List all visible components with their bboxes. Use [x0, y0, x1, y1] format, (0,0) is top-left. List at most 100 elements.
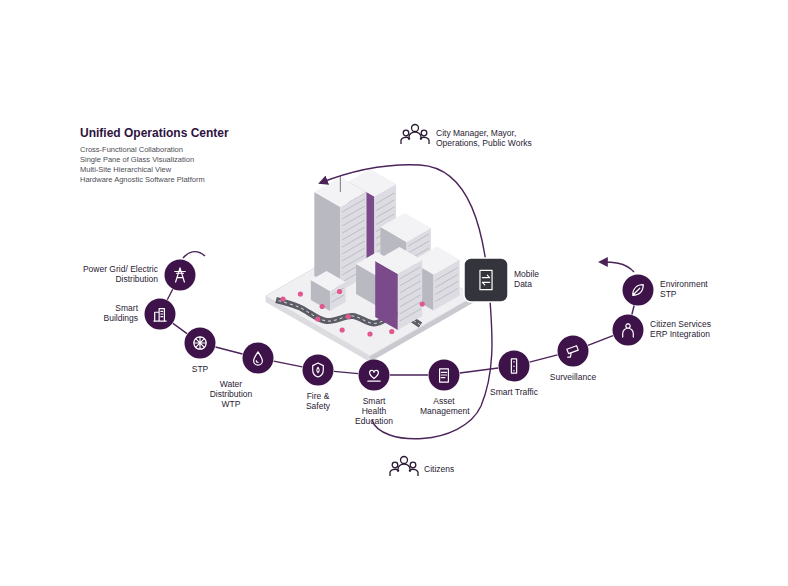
node-icon: [511, 359, 516, 373]
node-label: STP: [185, 365, 215, 375]
illustration-part: [435, 268, 458, 281]
illustration-part: [403, 130, 409, 136]
arc-connector: [167, 289, 172, 300]
illustration-part: [375, 247, 422, 330]
illustration-part: [342, 213, 365, 226]
feature-line: Hardware Agnostic Software Platform: [80, 175, 240, 184]
node-label: Mobile Data: [514, 270, 546, 290]
illustration-part: [400, 302, 421, 314]
node-shape: [184, 327, 216, 359]
node-icon: [633, 285, 644, 296]
arc-connector: [530, 355, 558, 362]
node-label: Citizen Services ERP Integration: [650, 320, 724, 340]
arc-connector: [274, 361, 303, 367]
illustration-part: [315, 316, 320, 321]
illustration-part: [409, 469, 418, 476]
illustration-part: [346, 314, 351, 319]
illustration-part: [303, 355, 334, 386]
illustration-part: [435, 289, 458, 302]
illustration-part: [389, 329, 394, 334]
service-node: Smart Traffic: [498, 350, 530, 382]
node-label: Smart Buildings: [98, 304, 138, 324]
illustration-part: [342, 241, 365, 254]
node-icon: [440, 369, 449, 382]
illustration-part: [342, 206, 365, 219]
node-icon: [254, 352, 263, 365]
illustration-part: [400, 309, 421, 321]
illustration-part: [165, 260, 196, 291]
illustration-part: [342, 234, 365, 247]
illustration-part: [311, 271, 346, 291]
illustration-part: [400, 288, 421, 300]
city-illustration: [266, 169, 475, 362]
node-label: Fire & Safety: [301, 392, 335, 412]
node-icon: [194, 337, 206, 349]
illustration-part: [499, 351, 530, 382]
illustration-part: [408, 234, 429, 246]
arc-connector: [334, 371, 358, 373]
illustration-part: [332, 288, 344, 295]
illustration-part: [376, 207, 394, 218]
node-label: Environment STP: [660, 280, 716, 300]
illustration-part: [409, 132, 421, 140]
illustration-part: [420, 137, 429, 144]
service-node: STP: [184, 327, 216, 359]
device-node: Mobile Data: [464, 258, 508, 302]
illustration-part: [420, 301, 425, 306]
illustration-part: [421, 130, 427, 136]
node-label: Smart Health Education: [351, 397, 397, 426]
feature-line: Cross-Functional Collaboration: [80, 145, 240, 154]
node-icon: [175, 268, 186, 282]
illustration-part: [332, 295, 344, 302]
illustration-part: [398, 464, 410, 472]
people-icon: [401, 125, 429, 145]
node-label: Power Grid/ Electric Distribution: [72, 265, 158, 285]
node-icon: [567, 346, 578, 357]
node-shape: [242, 342, 274, 374]
service-node: Smart Buildings: [144, 298, 176, 330]
node-shape: [302, 354, 334, 386]
feature-line: Single Pane of Glass Visualization: [80, 155, 240, 164]
illustration-part: [342, 227, 365, 240]
illustration-part: [243, 343, 274, 374]
arc-connector: [215, 347, 242, 354]
illustration-part: [376, 193, 394, 204]
actor-label: Citizens: [424, 464, 484, 474]
illustration-part: [464, 258, 508, 302]
illustration-part: [410, 462, 416, 468]
node-shape: [358, 359, 390, 391]
illustration-part: [435, 275, 458, 288]
service-node: Smart Health Education: [358, 359, 390, 391]
node-shape: [557, 335, 589, 367]
illustration-part: [392, 462, 398, 468]
node-icon: [480, 270, 492, 289]
node-label: Water Distribution WTP: [200, 380, 262, 409]
node-shape: [164, 259, 196, 291]
illustration-part: [412, 125, 419, 132]
illustration-part: [401, 137, 410, 144]
illustration-part: [337, 289, 342, 294]
illustration-part: [342, 220, 365, 233]
illustration-part: [558, 336, 589, 367]
illustration-part: [400, 281, 421, 293]
arc-connector: [632, 306, 634, 315]
node-label: Surveillance: [545, 373, 601, 383]
illustration-part: [400, 267, 421, 279]
node-shape: [428, 359, 460, 391]
actor-label: City Manager, Mayor, Operations, Public …: [436, 128, 534, 148]
illustration-part: [185, 328, 216, 359]
node-icon: [313, 363, 324, 377]
node-icon: [623, 324, 634, 337]
service-node: Surveillance: [557, 335, 589, 367]
illustration-part: [340, 176, 341, 192]
node-shape: [464, 258, 508, 302]
node-label: Smart Traffic: [486, 388, 542, 398]
feedback-loop: [320, 165, 492, 439]
arc-connector: [390, 374, 428, 375]
people-icon: [390, 457, 418, 477]
illustration-part: [408, 241, 429, 253]
node-shape: [144, 298, 176, 330]
illustration-part: [280, 296, 285, 301]
